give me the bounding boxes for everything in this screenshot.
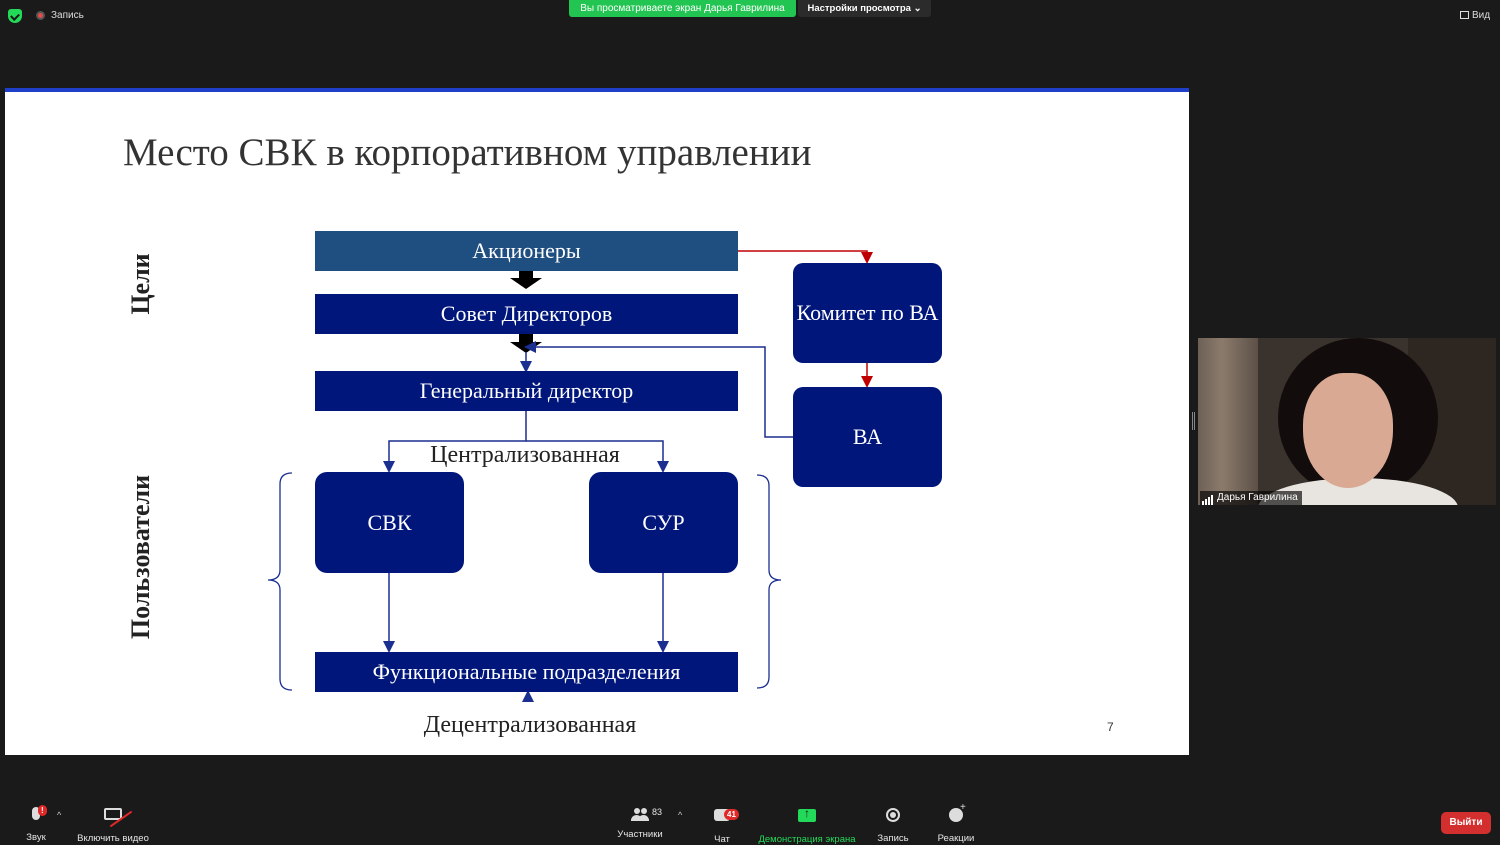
- share-screen-label: Демонстрация экрана: [758, 834, 856, 845]
- reactions-label: Реакции: [937, 833, 975, 844]
- shareholders-box: Акционеры: [315, 231, 738, 271]
- participants-label: Участники: [617, 829, 663, 840]
- chat-button[interactable]: 41 Чат: [708, 804, 739, 845]
- black-arrow-shareholders-board: [510, 271, 542, 289]
- reactions-button[interactable]: Реакции: [935, 802, 977, 844]
- camera-off-icon: [104, 808, 133, 828]
- rms-box: СУР: [589, 472, 738, 573]
- ics-box: СВК: [315, 472, 464, 573]
- ceo-box: Генеральный директор: [315, 371, 738, 411]
- view-settings-label: Настройки просмотра: [807, 3, 911, 14]
- meeting-top-bar: Запись Вы просматриваете экран Дарья Гав…: [0, 0, 1500, 30]
- participant-name-tag: Дарья Гаврилина: [1200, 491, 1302, 505]
- goals-side-label: Цели: [126, 253, 155, 315]
- decentralized-label: Децентрализованная: [423, 712, 637, 738]
- participant-face: [1303, 373, 1393, 488]
- black-arrow-board-ceo: [510, 334, 542, 353]
- meeting-toolbar: ! Звук ^ Включить видео 83 Участники ^ 4…: [0, 800, 1500, 845]
- audio-options-caret[interactable]: ^: [57, 810, 62, 820]
- video-background-wall: [1198, 338, 1258, 505]
- shield-icon[interactable]: [8, 9, 22, 23]
- share-screen-button[interactable]: Демонстрация экрана: [757, 804, 857, 845]
- microphone-icon: [32, 807, 40, 820]
- record-button[interactable]: Запись: [874, 804, 912, 844]
- blue-arrow-ia-board: [524, 341, 793, 438]
- share-screen-icon: [798, 806, 816, 822]
- participants-count: 83: [652, 807, 663, 817]
- audit-committee-box: Комитет по ВА: [793, 263, 942, 363]
- record-icon: [36, 11, 45, 20]
- reactions-icon: [949, 802, 966, 822]
- shared-slide: Место СВК в корпоративном управлении Цел…: [5, 88, 1189, 755]
- slide-page-number: 7: [1107, 720, 1114, 734]
- leave-meeting-button[interactable]: Выйти: [1441, 812, 1491, 834]
- board-of-directors-box: Совет Директоров: [315, 294, 738, 334]
- red-arrow-shareholders-committee: [738, 250, 873, 264]
- centralized-label: Централизованная: [430, 442, 620, 468]
- recording-indicator-label[interactable]: Запись: [51, 10, 84, 21]
- signal-icon: [1202, 491, 1214, 505]
- users-side-label: Пользователи: [126, 474, 155, 640]
- grid-view-icon: [1460, 11, 1469, 19]
- chat-unread-badge: 41: [724, 809, 739, 820]
- record-button-icon: [886, 808, 900, 822]
- view-button[interactable]: Вид: [1460, 10, 1490, 21]
- record-label: Запись: [877, 833, 909, 844]
- participants-options-caret[interactable]: ^: [678, 810, 683, 820]
- blue-arrow-ceo-rms: [526, 440, 669, 473]
- panel-resize-handle[interactable]: [1192, 412, 1195, 430]
- audio-label: Звук: [26, 832, 46, 843]
- screen-sharing-banner: Вы просматриваете экран Дарья Гаврилина: [569, 0, 796, 17]
- diagram-connectors: [267, 250, 873, 702]
- right-brace: [756, 474, 782, 689]
- functional-units-box: Функциональные подразделения: [315, 652, 738, 692]
- chevron-down-icon: ⌄: [913, 3, 922, 14]
- internal-audit-box: ВА: [793, 387, 942, 487]
- participants-button[interactable]: 83 Участники: [614, 804, 666, 840]
- participants-icon: [631, 808, 649, 822]
- slide-title: Место СВК в корпоративном управлении: [123, 131, 812, 174]
- audio-button[interactable]: ! Звук: [22, 804, 50, 843]
- start-video-button[interactable]: Включить видео: [75, 804, 151, 844]
- left-brace: [267, 472, 293, 691]
- view-settings-button[interactable]: Настройки просмотра ⌄: [798, 0, 931, 17]
- audio-warning-badge: !: [38, 805, 47, 816]
- chat-label: Чат: [714, 834, 730, 845]
- view-button-label: Вид: [1472, 10, 1491, 21]
- participant-video-tile[interactable]: Дарья Гаврилина: [1198, 338, 1496, 505]
- participant-name: Дарья Гаврилина: [1217, 492, 1298, 503]
- start-video-label: Включить видео: [77, 833, 149, 844]
- blue-arrow-ceo-ics: [383, 411, 527, 473]
